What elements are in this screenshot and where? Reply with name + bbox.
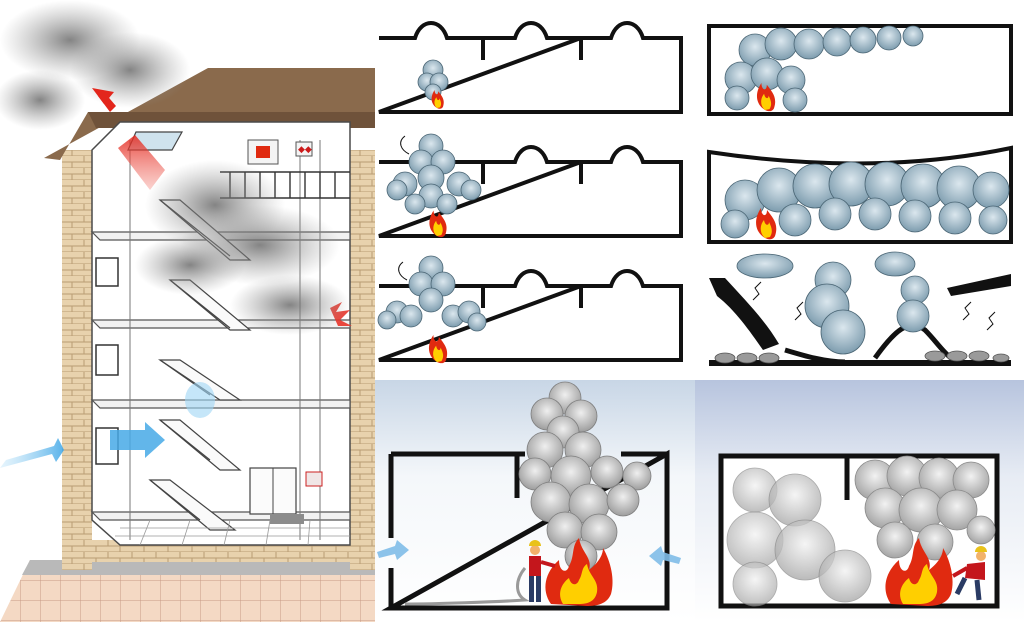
unventilated-room-panel	[695, 380, 1024, 622]
window-3rd-floor	[95, 344, 119, 376]
smoke-cloud	[720, 161, 1010, 239]
vented-ceiling-2	[377, 133, 683, 238]
air-inflow-arrow-left	[377, 540, 409, 560]
fresh-air-inflow-arrow-inside	[110, 422, 165, 458]
small-wall-sign	[295, 141, 313, 157]
small-wall-sign-text: ◆◆	[298, 144, 312, 154]
building-cutaway-panel: ◆◆	[0, 0, 375, 622]
fire-hose	[404, 567, 530, 606]
vented-ceiling-3	[377, 255, 683, 364]
red-up-arrow	[92, 88, 116, 112]
debris	[714, 350, 1010, 364]
air-inflow-arrow-right	[649, 546, 681, 566]
smoke-cloud	[417, 59, 449, 101]
left-brick-wall	[62, 150, 92, 570]
firefighter	[404, 540, 556, 606]
closed-room-1	[707, 24, 1013, 116]
right-brick-wall	[350, 150, 375, 570]
firefighter-crouching	[952, 546, 987, 601]
fresh-air-inflow-arrow-outside	[0, 438, 64, 468]
collapsed-roof-right	[947, 274, 1011, 296]
ventilated-room-panel	[375, 380, 695, 622]
building-cutaway: ◆◆	[0, 0, 375, 622]
smoke-cloud	[377, 255, 487, 332]
closed-room-3	[709, 251, 1011, 366]
closed-room-series	[695, 0, 1024, 380]
doormat	[270, 514, 304, 524]
fire-alarm-icon	[256, 146, 270, 158]
vented-ceiling-series	[375, 0, 695, 380]
outside-smoke-plume	[0, 0, 190, 130]
vented-ceiling-1	[377, 21, 683, 114]
smoke-cloud	[386, 133, 482, 215]
collapsed-roof-middle	[872, 322, 953, 360]
fire-icon	[885, 538, 953, 606]
window-2nd-floor	[95, 257, 119, 287]
interior-smoke	[135, 160, 350, 335]
roof	[44, 68, 375, 160]
collapsed-roof-left	[709, 278, 779, 350]
ground-tiles	[0, 560, 375, 622]
heat-lines	[752, 281, 996, 331]
fire-icon	[545, 538, 613, 606]
smoke-clouds	[736, 251, 930, 355]
hot-smoke-outflow-arrow	[118, 135, 165, 190]
closed-room-2	[707, 145, 1013, 244]
wall-sign	[305, 471, 323, 487]
smoke-filled-room	[726, 455, 996, 607]
smoke-cloud	[724, 25, 924, 113]
